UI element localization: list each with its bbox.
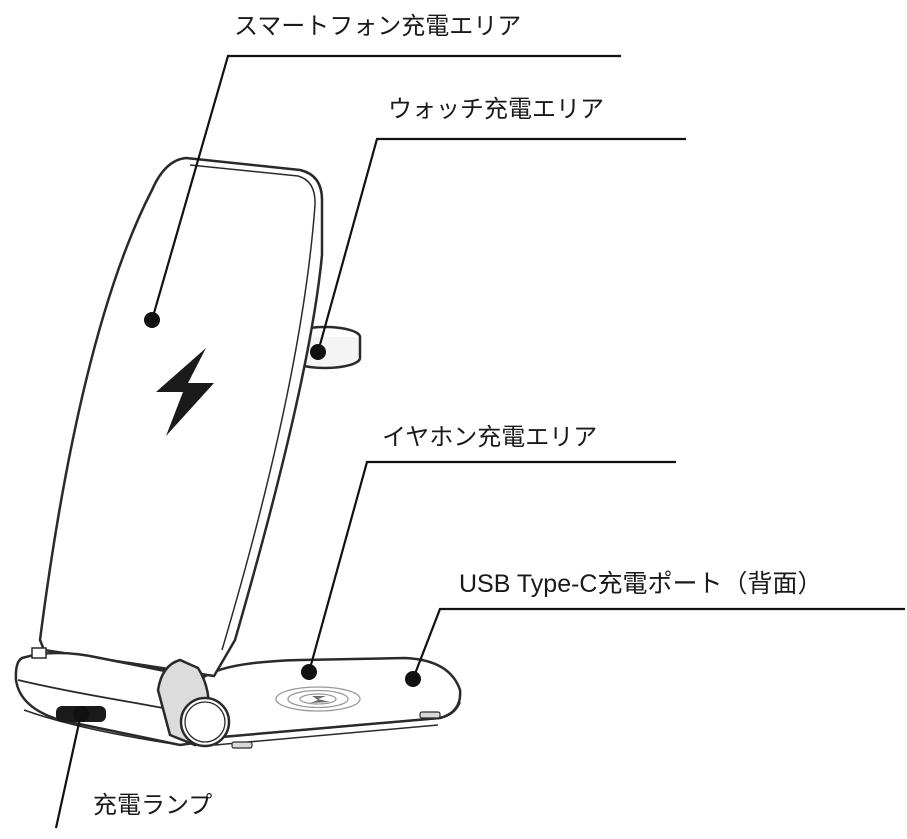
leader-watch-area [316,137,686,353]
callout-leaders [54,54,905,829]
earphone-charging-pad [275,686,361,712]
leader-phone-area [150,54,621,321]
lightning-bolt-icon [310,696,330,703]
callout-earphone-area: イヤホン充電エリア [382,423,598,451]
lightning-bolt-icon [156,348,214,436]
callout-watch-area: ウォッチ充電エリア [388,95,604,123]
callout-phone-area: スマートフォン充電エリア [234,12,522,40]
dot-phone-area [144,312,160,328]
callout-dots [73,312,421,722]
leader-earphone-area [307,460,676,673]
leader-charge-lamp [54,713,83,829]
dot-usb-port [405,671,421,687]
dot-earphone-area [301,664,317,680]
callout-usb-port: USB Type-C充電ポート（背面） [459,570,823,598]
dot-watch-area [310,344,326,360]
phone-stand-panel [38,156,324,678]
callout-charge-lamp: 充電ランプ [93,791,213,819]
leader-usb-port [411,607,905,680]
dot-charge-lamp [73,706,89,722]
stand-hinge [156,658,231,748]
charger-base [197,656,462,749]
